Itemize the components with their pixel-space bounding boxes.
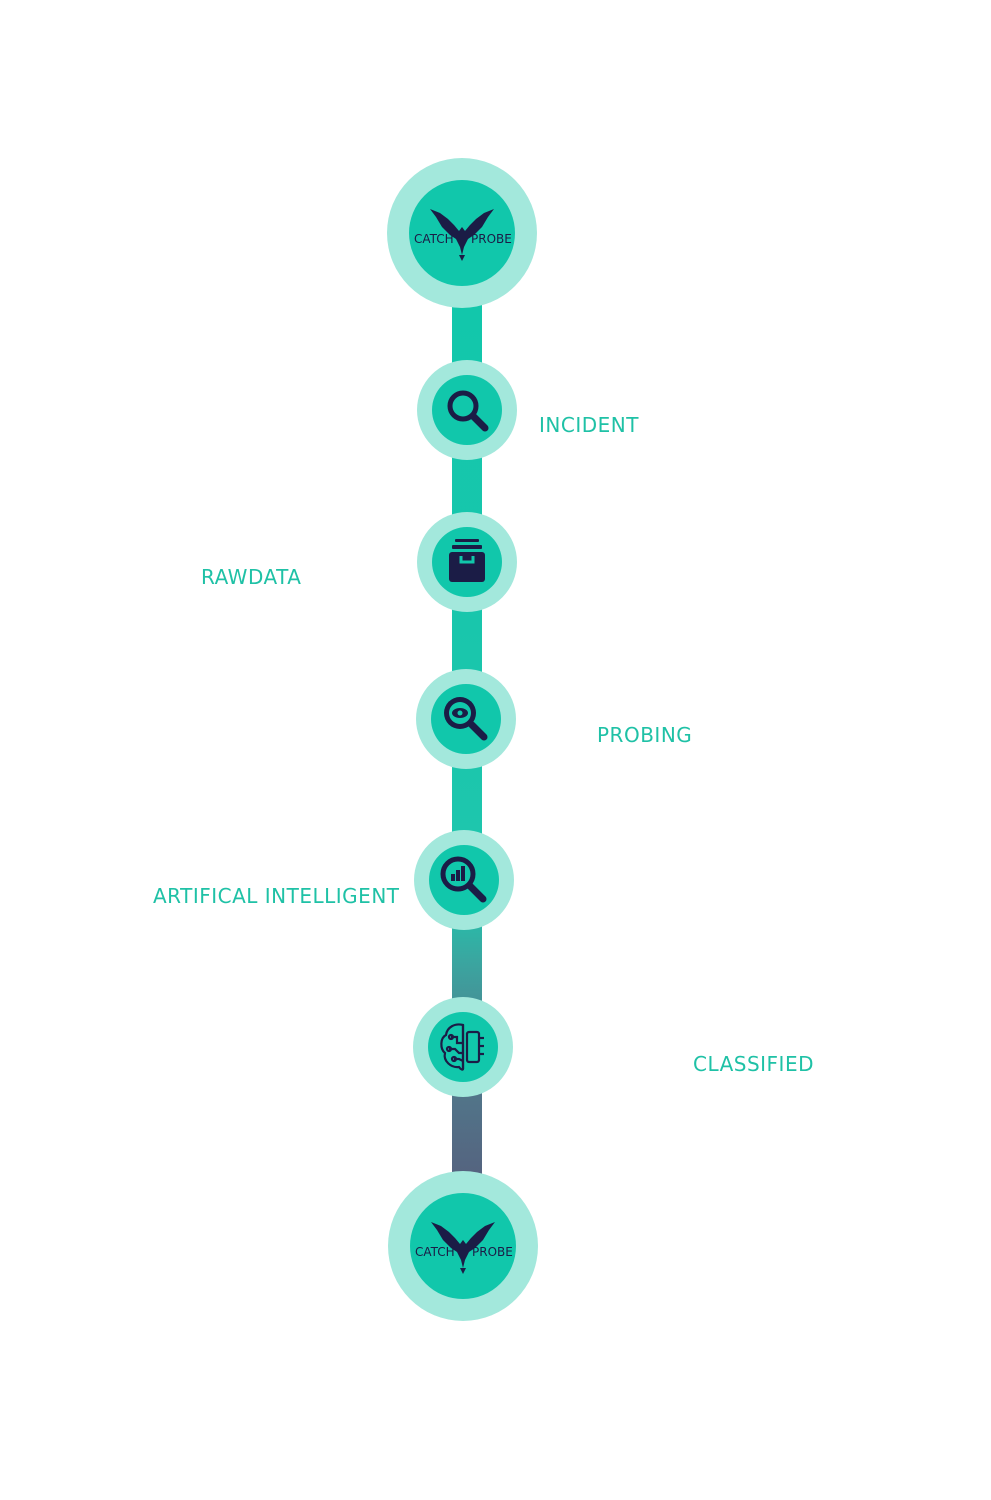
logo-word-right: PROBE (471, 232, 512, 246)
eagle-logo-icon (431, 1222, 495, 1274)
logo-word-right: PROBE (472, 1245, 513, 1259)
logo-node-top: CATCH PROBE (387, 158, 537, 308)
archive-box-icon (449, 539, 485, 582)
logo-word-left: CATCH (414, 232, 454, 246)
step-node-rawdata (417, 512, 517, 612)
step-node-ai (414, 830, 514, 930)
brain-circuit-icon (440, 1023, 484, 1071)
magnifier-eye-icon (444, 697, 488, 741)
step-label-classified: CLASSIFIED (693, 1052, 814, 1076)
step-label-probing: PROBING (597, 723, 693, 747)
step-label-artificial-intelligent: ARTIFICAL INTELLIGENT (153, 884, 400, 908)
eagle-logo-icon (430, 209, 494, 261)
magnifier-icon (447, 390, 489, 432)
step-node-classified (413, 997, 513, 1097)
logo-node-bottom: CATCH PROBE (388, 1171, 538, 1321)
step-label-incident: INCIDENT (539, 413, 639, 437)
logo-word-left: CATCH (415, 1245, 455, 1259)
step-node-incident (417, 360, 517, 460)
step-node-probing (416, 669, 516, 769)
magnifier-chart-icon (440, 856, 487, 903)
step-label-rawdata: RAWDATA (201, 565, 302, 589)
